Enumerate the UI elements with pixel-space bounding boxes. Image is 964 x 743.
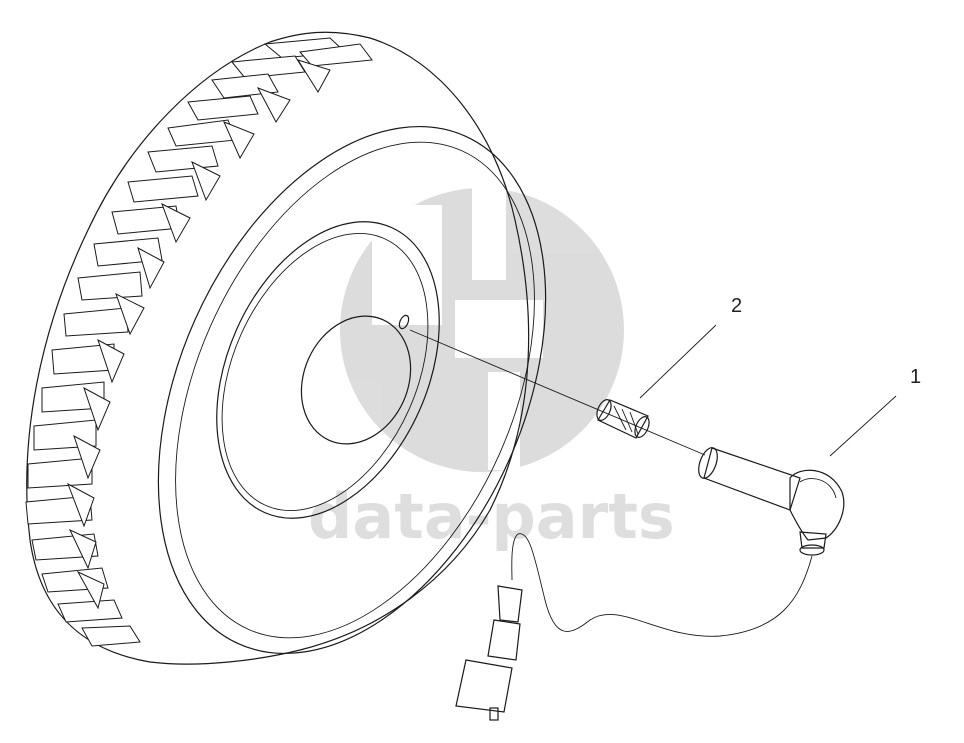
callout-1-leader [829,395,897,457]
callout-1-label: 1 [910,366,921,388]
part-1-speed-sensor [455,447,845,721]
callout-2: 2 [639,295,742,399]
tire [26,31,547,665]
hub [300,315,412,445]
tire-outer-contour [26,31,530,665]
callout-2-leader [639,324,717,399]
callout-1: 1 [829,366,921,457]
part-2-sleeve [596,399,650,439]
tire-tread [25,37,373,647]
rim-inner [221,233,429,511]
rim-outer [216,221,440,519]
watermark-text: data-parts [308,480,675,553]
tire-inner-ring [175,141,535,639]
assembly-axis-line [409,329,706,456]
tire-sidewall-ring [157,125,547,655]
callout-2-label: 2 [731,295,742,317]
sensor-hole [398,314,410,330]
